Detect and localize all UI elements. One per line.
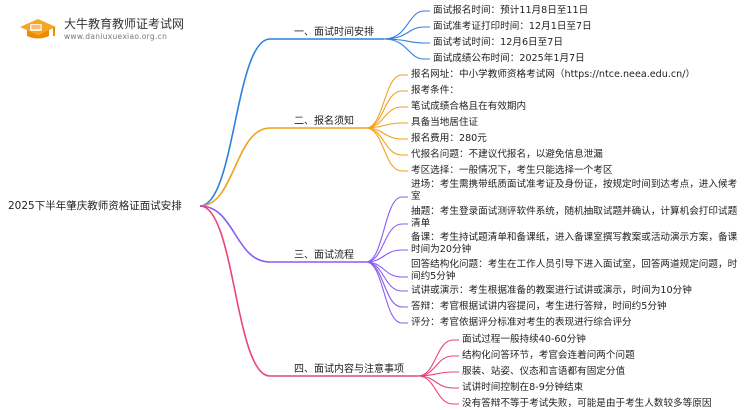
leaf-connector-2-1: [365, 74, 408, 129]
leaf-proc-6: 答辩：考官根据试讲内容提问，考生进行答辩，时间约5分钟: [411, 301, 667, 312]
leaf-connector-2-3: [365, 106, 408, 129]
leaf-time-3: 面试考试时间：12月6日至7日: [433, 37, 563, 48]
leaf-proc-3: 备课：考生持试题清单和备课纸，进入备课室撰写教案或活动演示方案，备课时间为20分…: [411, 232, 738, 255]
leaf-proc-2: 抽题：考生登录面试测评软件系统，随机抽取试题并确认，计算机会打印试题清单: [411, 206, 738, 229]
leaf-reg-1: 报名网址：中小学教师资格考试网（https://ntce.neea.edu.cn…: [411, 69, 696, 80]
leaf-proc-5: 试讲或演示：考生根据准备的教案进行试讲或演示，时间为10分钟: [411, 285, 692, 296]
leaf-note-2: 结构化问答环节，考官会连着问两个问题: [462, 350, 635, 361]
logo-title: 大牛教育教师证考试网: [64, 17, 185, 31]
leaf-connector-3-3: [365, 249, 408, 263]
trunk-connector-1: [199, 38, 292, 207]
branch-interview-process: 三、面试流程: [294, 250, 354, 261]
leaf-reg-7: 考区选择：一般情况下，考生只能选择一个考区: [411, 165, 613, 176]
branch-time-schedule: 一、面试时间安排: [294, 27, 374, 38]
leaf-note-3: 服装、站姿、仪态和言语都有固定分值: [462, 366, 626, 377]
leaf-connector-4-2: [417, 355, 459, 377]
site-logo: 大牛教育教师证考试网 www.daniuxuexiao.org.cn: [12, 12, 242, 46]
leaf-connector-1-1: [383, 10, 430, 40]
leaf-connector-2-7: [365, 127, 408, 172]
leaf-connector-1-4: [383, 38, 430, 60]
leaf-connector-3-2: [365, 223, 408, 263]
leaf-connector-1-2: [383, 26, 430, 40]
leaf-reg-6: 代报名问题：不建议代报名，以避免信息泄漏: [411, 149, 603, 160]
logo-subtitle: www.daniuxuexiao.org.cn: [64, 32, 168, 41]
root-topic: 2025下半年肇庆教师资格证面试安排: [8, 200, 182, 212]
trunk-connector-4: [199, 205, 292, 377]
leaf-connector-4-1: [417, 339, 459, 377]
branch-content-notes: 四、面试内容与注意事项: [294, 364, 404, 375]
leaf-reg-2: 报考条件：: [411, 85, 459, 96]
leaf-connector-2-6: [365, 127, 408, 156]
leaf-reg-3: 笔试成绩合格且在有效期内: [411, 101, 527, 112]
leaf-connector-2-2: [365, 90, 408, 129]
leaf-time-1: 面试报名时间：预计11月8日至11日: [433, 5, 589, 16]
leaf-connector-3-7: [365, 261, 408, 324]
leaf-connector-4-5: [417, 375, 459, 405]
leaf-time-4: 面试成绩公布时间：2025年1月7日: [433, 53, 585, 64]
trunk-connector-3: [199, 205, 292, 263]
branch-registration-notes: 二、报名须知: [294, 116, 354, 127]
trunk-connector-2: [199, 127, 292, 207]
leaf-reg-5: 报名费用：280元: [411, 133, 487, 144]
leaf-note-4: 试讲时间控制在8-9分钟结束: [462, 382, 584, 393]
leaf-note-1: 面试过程一般持续40-60分钟: [462, 334, 586, 345]
leaf-note-5: 没有答辩不等于考试失败，可能是由于考生人数较多等原因: [462, 398, 712, 409]
leaf-time-2: 面试准考证打印时间：12月1日至7日: [433, 21, 592, 32]
leaf-connector-3-1: [365, 196, 408, 263]
leaf-reg-4: 具备当地居住证: [411, 117, 479, 128]
graduation-cap-icon: [20, 19, 56, 39]
leaf-proc-4: 回答结构化问题：考生在工作人员引导下进入面试室，回答两道规定问题，时间约5分钟: [411, 259, 738, 282]
leaf-connector-3-6: [365, 261, 408, 308]
leaf-proc-1: 进场：考生需携带纸质面试准考证及身份证，按规定时间到达考点，进入候考室: [411, 179, 738, 202]
leaf-proc-7: 评分：考官依据评分标准对考生的表现进行综合评分: [411, 317, 632, 328]
